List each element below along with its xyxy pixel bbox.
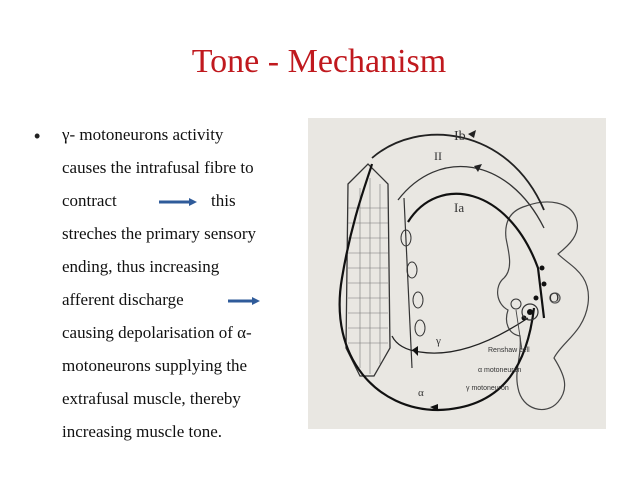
spinal-cord-outline xyxy=(497,201,590,411)
slide-title: Tone - Mechanism xyxy=(191,43,447,80)
right-arrow-icon xyxy=(159,198,197,206)
label-alpha-motoneuron: α motoneuron xyxy=(478,367,521,374)
label-renshaw: Renshaw cell xyxy=(488,347,530,354)
bullet-line-9: extrafusal muscle, thereby xyxy=(62,389,241,408)
stretch-reflex-diagram: Ib II Ia O Renshaw cell α motoneuron γ m… xyxy=(308,118,606,429)
label-ii: II xyxy=(434,149,442,163)
gamma-efferent xyxy=(391,317,529,354)
label-alpha: α xyxy=(418,387,424,399)
label-ia: Ia xyxy=(454,200,464,215)
ib-fibre xyxy=(371,133,545,211)
label-gamma-motoneuron: γ motoneuron xyxy=(466,385,509,392)
ii-fibre xyxy=(397,166,545,229)
ia-fibre xyxy=(407,192,546,319)
muscle-spindle xyxy=(345,163,391,377)
bullet-line-3b: this xyxy=(211,191,236,210)
bullet-line-5: ending, thus increasing xyxy=(62,257,220,276)
label-ib: Ib xyxy=(454,129,466,144)
bullet-line-3: contract xyxy=(62,191,117,210)
central-canal xyxy=(549,292,561,304)
bullet-line-4: streches the primary sensory xyxy=(62,224,257,243)
alpha-efferent xyxy=(338,163,536,412)
bullet-line-2: causes the intrafusal fibre to xyxy=(62,158,254,177)
label-o: O xyxy=(549,291,559,306)
right-arrow-icon xyxy=(228,297,260,305)
bullet-line-7: causing depolarisation of α- xyxy=(62,323,252,342)
bullet-line-6: afferent discharge xyxy=(62,290,184,309)
bullet-line-8: motoneurons supplying the xyxy=(62,356,248,375)
bullet-point-icon: • xyxy=(34,126,41,146)
bullet-line-1: γ- motoneurons activity xyxy=(62,125,224,144)
bullet-line-10: increasing muscle tone. xyxy=(62,422,223,441)
label-gamma: γ xyxy=(435,335,441,347)
